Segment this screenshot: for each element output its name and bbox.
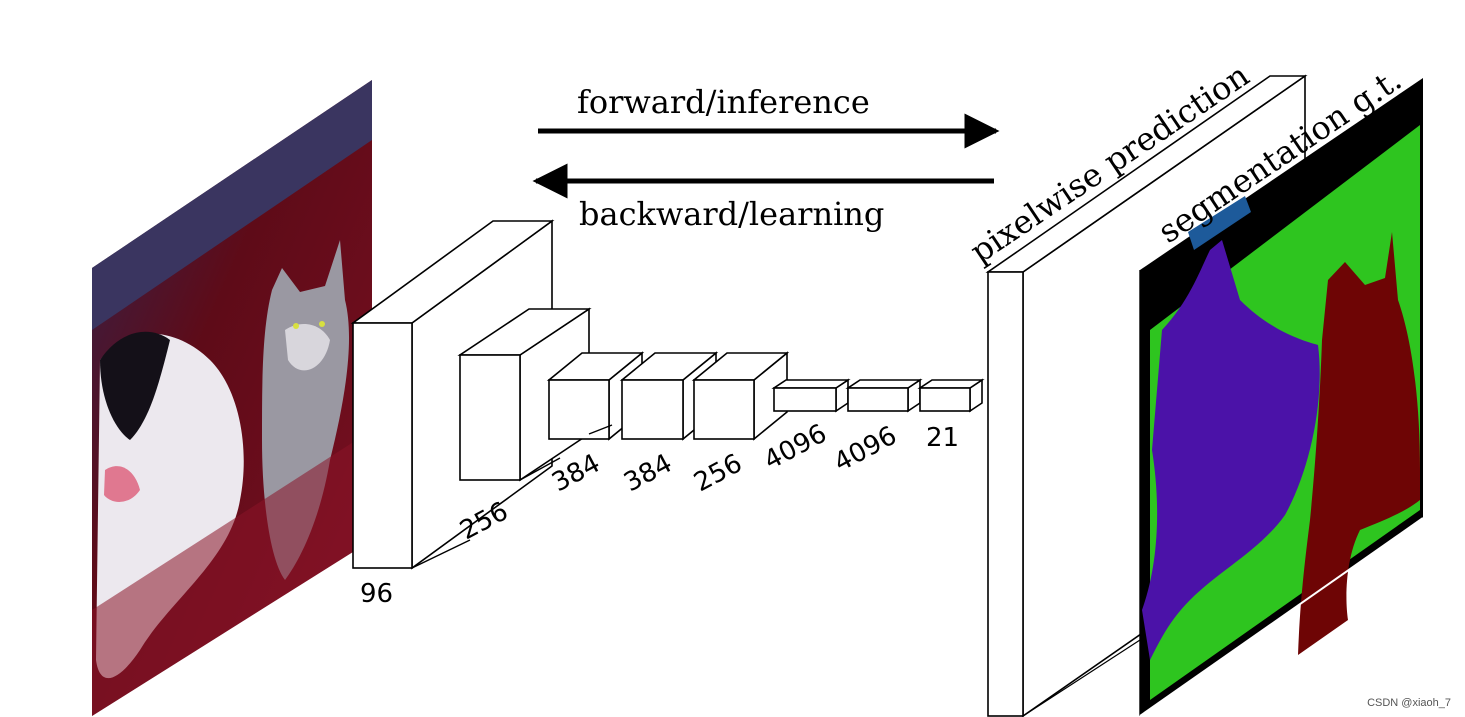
backward-label: backward/learning [579,195,884,233]
layer-box-21 [917,378,985,413]
layer-connectors [411,424,613,569]
layer-label: 96 [360,579,393,609]
layer-label: 4096 [829,421,902,479]
layer-box-4096a [771,378,851,413]
layer-label: 21 [926,423,959,453]
layer-box-256b [691,351,790,441]
segmentation-gt-image [1139,78,1424,717]
input-image [92,80,372,716]
layer-label: 4096 [759,419,832,477]
layer-label: 256 [689,448,747,498]
layer-label: 384 [619,448,677,498]
prediction-gt-link [1022,639,1141,717]
watermark: CSDN @xiaoh_7 [1367,697,1451,709]
forward-label: forward/inference [577,83,870,121]
layer-box-4096b [845,378,923,413]
backward-arrow: backward/learning [532,163,994,233]
forward-arrow: forward/inference [538,83,1000,149]
